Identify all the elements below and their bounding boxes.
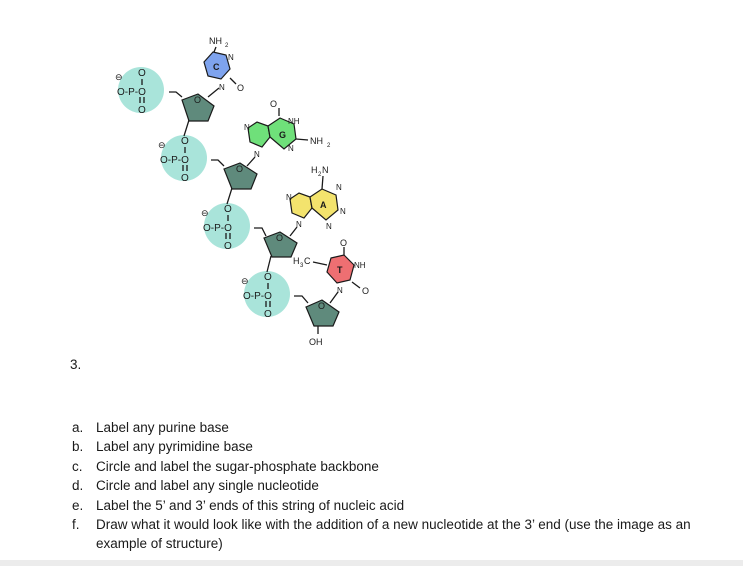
phosphate-o-p-o: O-P-O	[243, 291, 272, 302]
sugar-4: O OH	[305, 299, 340, 347]
sugar-3: O	[263, 231, 298, 258]
svg-text:N: N	[340, 207, 346, 216]
svg-text:N: N	[336, 183, 342, 192]
svg-text:H: H	[311, 165, 318, 175]
svg-text:NH: NH	[209, 36, 222, 46]
guanine-base: G O NH N N N NH 2	[244, 99, 331, 167]
backbone-bond-5	[183, 119, 190, 137]
backbone-bond-3	[254, 227, 267, 237]
svg-text:N: N	[296, 220, 302, 229]
phosphate-double-o: O	[138, 105, 146, 116]
base-letter-t: T	[337, 265, 343, 275]
question-item-f: f.Draw what it would look like with the …	[72, 517, 691, 552]
phosphate-circle	[244, 271, 290, 317]
svg-text:N: N	[254, 150, 260, 159]
svg-text:O: O	[194, 95, 201, 105]
phosphate-o-p-o: O-P-O	[117, 87, 146, 98]
phosphate-group-4: ⊖ O O-P-O O	[241, 271, 290, 320]
question-item-b: b.Label any pyrimidine base	[72, 439, 253, 455]
svg-text:N: N	[228, 53, 234, 62]
svg-text:O: O	[236, 164, 243, 174]
svg-text:N: N	[244, 123, 250, 132]
three-prime-oh: OH	[309, 337, 323, 347]
question-number: 3.	[70, 357, 82, 372]
phosphate-circle	[204, 203, 250, 249]
svg-text:N: N	[286, 193, 292, 202]
svg-text:N: N	[326, 222, 332, 231]
phosphate-top-o: O	[138, 68, 146, 79]
svg-text:O: O	[340, 238, 347, 248]
svg-text:NH: NH	[288, 117, 300, 126]
svg-text:2: 2	[327, 143, 331, 149]
base-letter-c: C	[213, 62, 220, 72]
bottom-scroll-bar	[0, 560, 743, 566]
phosphate-o-p-o: O-P-O	[160, 155, 189, 166]
backbone-bond-2	[211, 159, 225, 167]
question-list: a.Label any purine base b.Label any pyri…	[72, 418, 712, 554]
svg-text:O: O	[362, 286, 369, 296]
base-letter-g: G	[279, 130, 286, 140]
backbone-bond-4	[294, 295, 309, 304]
svg-text:N: N	[288, 144, 294, 153]
svg-text:O: O	[270, 99, 277, 109]
svg-text:C: C	[304, 256, 311, 266]
phosphate-o-p-o: O-P-O	[203, 223, 232, 234]
question-item-a: a.Label any purine base	[72, 420, 229, 435]
phosphate-group-2: ⊖ O O-P-O O	[158, 135, 207, 184]
sugar-1: O	[181, 93, 215, 122]
svg-text:2: 2	[225, 43, 229, 49]
svg-text:3: 3	[300, 263, 304, 269]
phosphate-top-o: O	[224, 204, 232, 215]
svg-text:NH: NH	[310, 136, 323, 146]
phosphate-top-o: O	[264, 272, 272, 283]
phosphate-group-1: ⊖ O O-P-O O	[115, 67, 164, 116]
adenine-base: A H 2 N N N N N N	[286, 165, 346, 237]
svg-text:O: O	[237, 83, 244, 93]
dna-strand-diagram: ⊖ O O-P-O O ⊖ O O-P-O O ⊖ O O-P-O O ⊖ O …	[115, 36, 369, 347]
question-item-c: c.Circle and label the sugar-phosphate b…	[72, 458, 379, 474]
backbone-bond-1	[169, 91, 183, 98]
svg-text:O: O	[276, 233, 283, 243]
phosphate-circle	[118, 67, 164, 113]
phosphate-circle	[161, 135, 207, 181]
svg-text:H: H	[293, 256, 300, 266]
svg-text:2: 2	[318, 172, 322, 178]
base-letter-a: A	[320, 200, 327, 210]
backbone-bond-6	[226, 187, 233, 205]
backbone-bond-7	[266, 255, 272, 273]
phosphate-charge: ⊖	[115, 72, 123, 82]
phosphate-double-o: O	[264, 309, 272, 320]
question-item-e: e.Label the 5’ and 3’ ends of this strin…	[72, 497, 405, 513]
sugar-2: O	[223, 162, 258, 190]
svg-text:N: N	[219, 83, 225, 92]
phosphate-charge: ⊖	[201, 208, 209, 218]
thymine-base: T O NH H 3 C N O	[293, 238, 369, 304]
phosphate-double-o: O	[224, 241, 232, 252]
svg-text:N: N	[337, 286, 343, 295]
svg-text:NH: NH	[354, 261, 366, 270]
cytosine-base: C NH 2 N N O	[203, 36, 244, 98]
phosphate-double-o: O	[181, 173, 189, 184]
phosphate-group-3: ⊖ O O-P-O O	[201, 203, 250, 252]
svg-text:N: N	[322, 165, 329, 175]
phosphate-top-o: O	[181, 136, 189, 147]
phosphate-charge: ⊖	[241, 276, 249, 286]
phosphate-charge: ⊖	[158, 140, 166, 150]
svg-text:O: O	[318, 301, 325, 311]
question-item-d: d.Circle and label any single nucleotide	[72, 478, 319, 494]
